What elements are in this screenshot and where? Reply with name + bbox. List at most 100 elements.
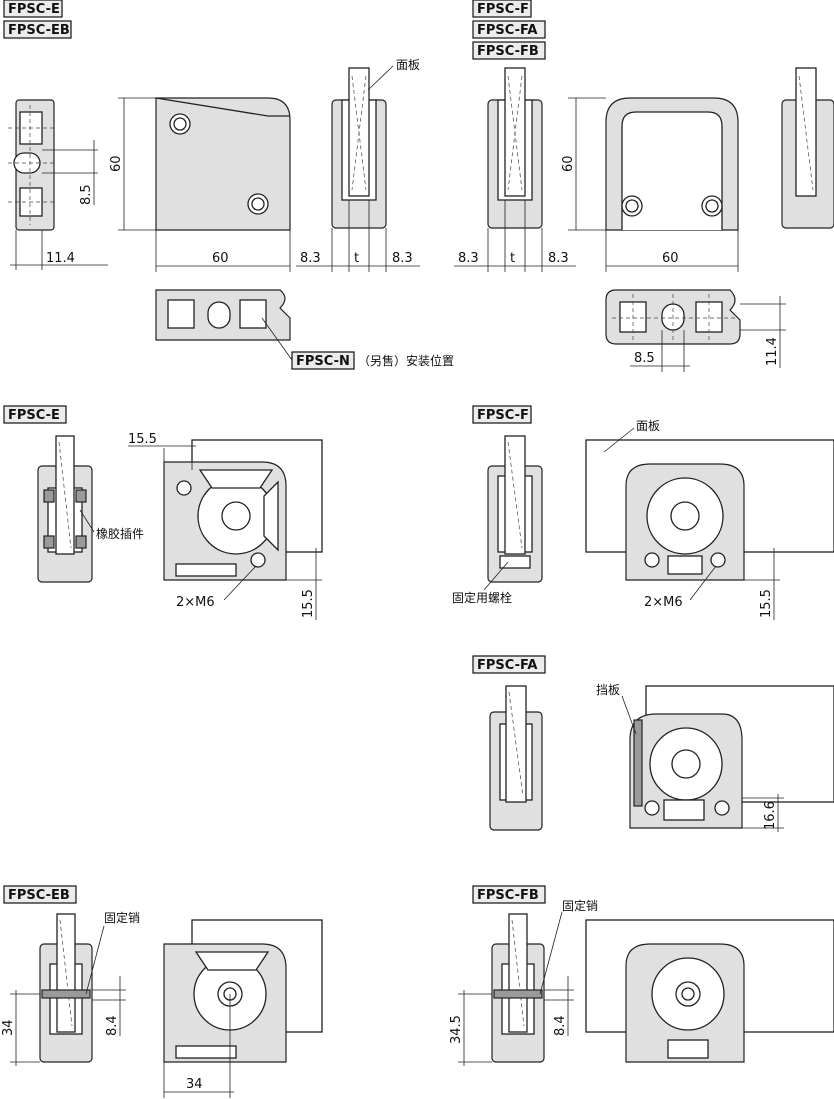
label-fpsc-f-top: FPSC-F (472, 0, 532, 18)
dim-8-4-eb: 8.4 (92, 976, 126, 1036)
svg-text:FPSC-EB: FPSC-EB (8, 23, 70, 38)
f-front-view (605, 97, 739, 231)
svg-text:15.5: 15.5 (301, 589, 316, 618)
annotation-fixing-bolt: 固定用螺栓 (452, 561, 512, 605)
svg-text:橡胶插件: 橡胶插件 (96, 526, 144, 541)
svg-text:FPSC-FA: FPSC-FA (477, 23, 537, 38)
dim-11-4-right: 11.4 (740, 296, 786, 368)
fpsc-n-callout: FPSC-N （另售）安装位置 (261, 317, 454, 370)
svg-text:固定用螺栓: 固定用螺栓 (452, 590, 512, 605)
svg-text:8.4: 8.4 (105, 1015, 120, 1036)
svg-text:34: 34 (1, 1019, 16, 1036)
e-front-view (155, 97, 291, 231)
svg-text:60: 60 (662, 251, 679, 266)
svg-text:8.5: 8.5 (634, 351, 655, 366)
svg-text:t: t (510, 251, 515, 266)
fb-profile (491, 913, 545, 1063)
annotation-rubber-insert: 橡胶插件 (79, 509, 144, 541)
annotation-fixing-pin-fb: 固定销 (539, 898, 598, 995)
svg-text:8.3: 8.3 (458, 251, 479, 266)
annotation-fixing-pin-eb: 固定销 (85, 910, 140, 995)
fb-front (585, 919, 834, 1063)
svg-text:8.3: 8.3 (392, 251, 413, 266)
svg-text:t: t (354, 251, 359, 266)
label-fpsc-fa-top: FPSC-FA (472, 20, 546, 39)
dim-34-eb-height: 34 (1, 990, 40, 1066)
dim-60-height-e: 60 (109, 97, 156, 231)
dim-11-4-left: 11.4 (10, 230, 108, 270)
e-profile-with-panel (331, 67, 387, 229)
svg-text:固定销: 固定销 (562, 898, 598, 913)
svg-text:面板: 面板 (636, 419, 660, 433)
svg-text:FPSC-FB: FPSC-FB (477, 44, 539, 59)
annotation-panel-top: 面板 (367, 58, 420, 91)
dim-60-width-f: 60 (605, 230, 739, 272)
f-side-partial (781, 67, 834, 229)
svg-text:2×M6: 2×M6 (176, 595, 215, 610)
annotation-stopper-plate: 挡板 (596, 683, 637, 735)
label-fpsc-fa-mid: FPSC-FA (472, 655, 546, 674)
fa-front (629, 685, 834, 829)
dim-16-6: 16.6 (742, 794, 784, 832)
svg-text:固定销: 固定销 (104, 910, 140, 925)
svg-text:2×M6: 2×M6 (644, 595, 683, 610)
svg-text:60: 60 (212, 251, 229, 266)
dim-60-width-e: 60 (155, 230, 291, 272)
dim-8-3-t-left: 8.3 t 8.3 (296, 200, 420, 272)
svg-text:60: 60 (109, 155, 124, 172)
label-fpsc-e-top: FPSC-E (3, 0, 63, 18)
dim-15-5-e-top: 15.5 (128, 432, 196, 470)
svg-text:FPSC-E: FPSC-E (8, 408, 60, 423)
svg-text:8.4: 8.4 (553, 1015, 568, 1036)
svg-text:8.3: 8.3 (548, 251, 569, 266)
svg-text:16.6: 16.6 (763, 801, 778, 830)
e-side-view (8, 99, 56, 231)
label-fpsc-eb-top: FPSC-EB (3, 20, 72, 39)
f-profile-with-panel (487, 67, 543, 229)
svg-text:11.4: 11.4 (765, 337, 780, 366)
label-fpsc-fb-top: FPSC-FB (472, 41, 546, 60)
e-bottom-view (155, 289, 291, 341)
dim-34-5-fb: 34.5 (449, 990, 492, 1066)
svg-text:FPSC-FB: FPSC-FB (477, 888, 539, 903)
dim-8-5-left: 8.5 (42, 140, 98, 205)
svg-text:FPSC-FA: FPSC-FA (477, 658, 537, 673)
dim-34-eb-width: 34 (163, 994, 234, 1098)
label-fpsc-eb-bottom: FPSC-EB (3, 885, 77, 904)
annotation-panel-mid: 面板 (603, 419, 660, 453)
dim-8-3-t-right: 8.3 t 8.3 (454, 200, 576, 272)
svg-text:FPSC-F: FPSC-F (477, 408, 529, 423)
svg-text:60: 60 (561, 155, 576, 172)
annotation-m6-f: 2×M6 (644, 565, 717, 610)
svg-text:8.5: 8.5 (79, 184, 94, 205)
svg-text:15.5: 15.5 (759, 589, 774, 618)
svg-text:面板: 面板 (396, 58, 420, 72)
svg-text:FPSC-EB: FPSC-EB (8, 888, 70, 903)
dim-8-4-fb: 8.4 (544, 976, 574, 1036)
label-fpsc-fb-bottom: FPSC-FB (472, 885, 546, 904)
dim-8-5-right: 8.5 (630, 330, 690, 372)
eb-front (163, 919, 323, 1063)
annotation-m6-e: 2×M6 (176, 565, 257, 610)
f-mid-front (585, 439, 834, 581)
svg-text:34: 34 (186, 1077, 203, 1092)
dim-15-5-e-right: 15.5 (286, 548, 322, 620)
fa-profile (489, 685, 543, 831)
eb-profile (39, 913, 93, 1063)
svg-text:34.5: 34.5 (449, 1015, 464, 1044)
dim-60-height-f: 60 (561, 97, 606, 231)
label-fpsc-e-mid: FPSC-E (3, 405, 67, 424)
f-bottom-view (605, 289, 741, 345)
svg-text:15.5: 15.5 (128, 432, 157, 447)
svg-text:FPSC-E: FPSC-E (8, 2, 60, 17)
svg-text:（另售）安装位置: （另售）安装位置 (358, 353, 454, 368)
f-mid-profile (487, 435, 543, 583)
svg-text:11.4: 11.4 (46, 251, 75, 266)
label-fpsc-f-mid: FPSC-F (472, 405, 532, 424)
e-mid-front (163, 439, 323, 581)
svg-text:8.3: 8.3 (300, 251, 321, 266)
svg-text:挡板: 挡板 (596, 683, 620, 697)
svg-text:FPSC-N: FPSC-N (296, 354, 350, 369)
dim-15-5-f-right: 15.5 (744, 548, 780, 620)
